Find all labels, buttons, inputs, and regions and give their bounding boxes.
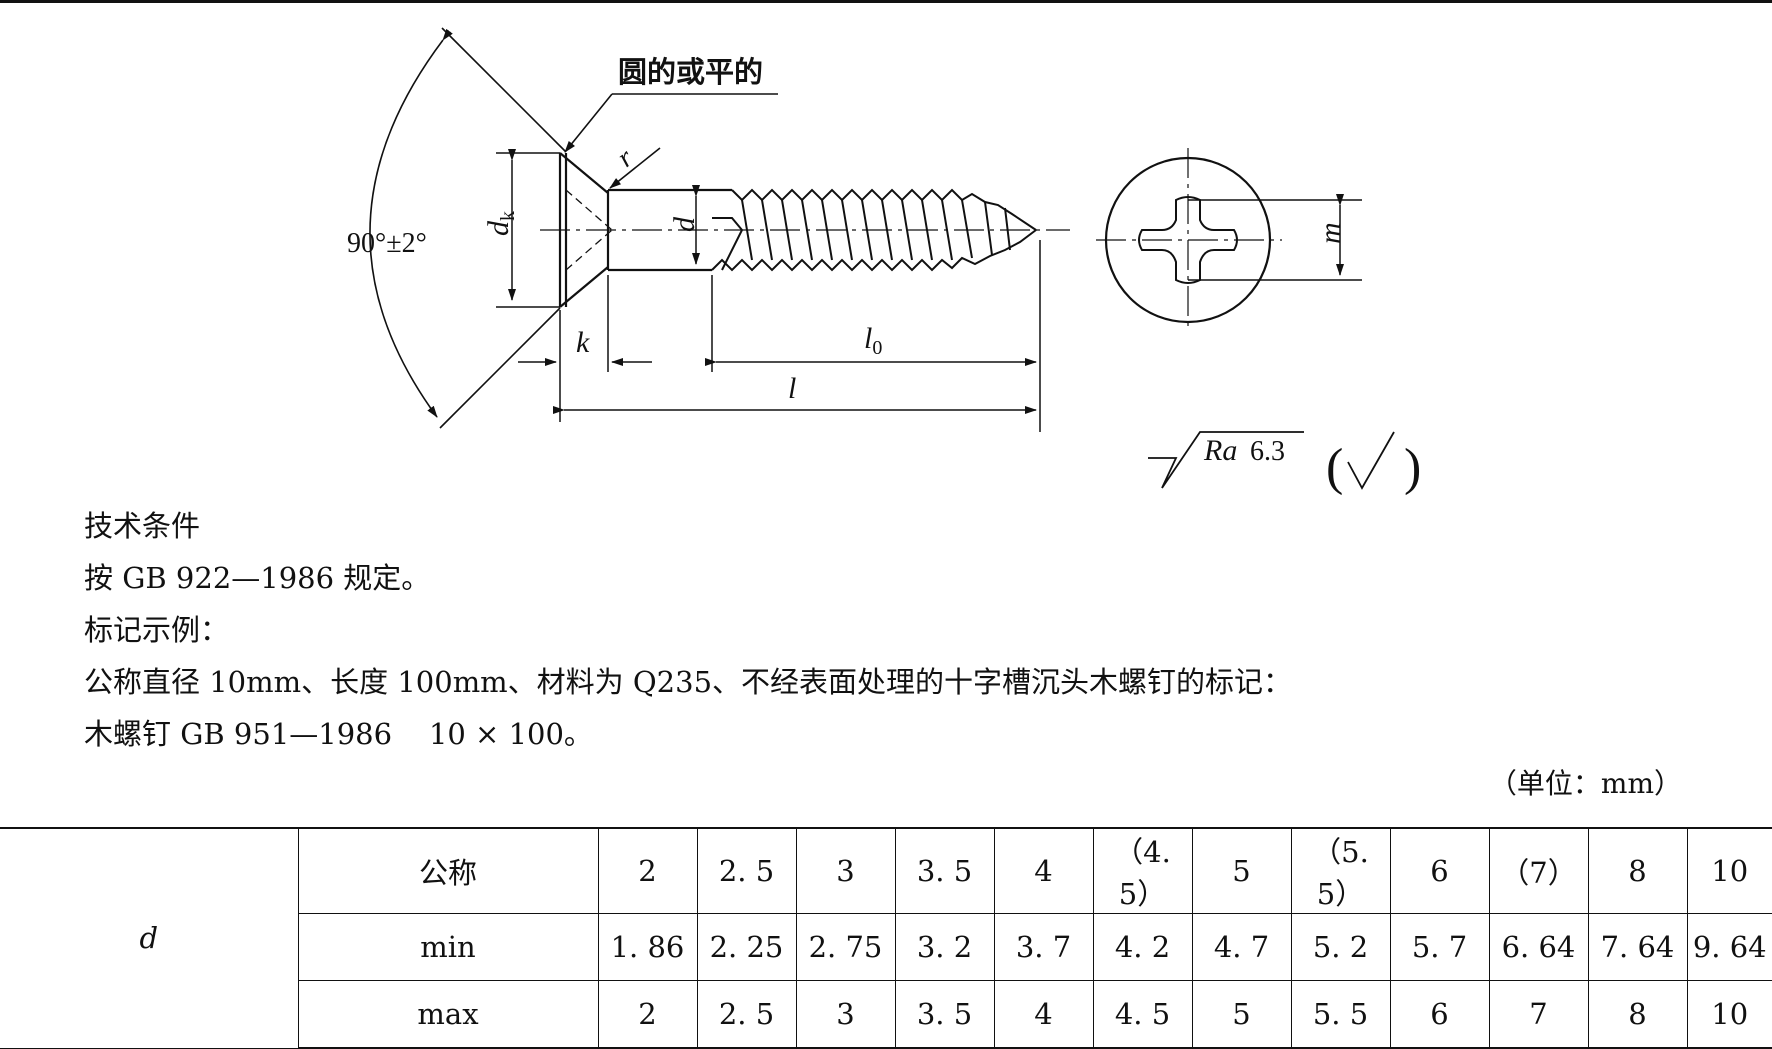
table-cell: 6 bbox=[1389, 980, 1490, 1049]
table-cell: 2 bbox=[597, 980, 698, 1049]
table-row: d 公称 2 2. 5 3 3. 5 4 （4. 5） 5 （5. 5） 6 （… bbox=[0, 827, 1772, 1049]
table-cell: 5. 2 bbox=[1290, 913, 1391, 981]
table-cell: 5 bbox=[1191, 827, 1292, 914]
table-cell: 4. 7 bbox=[1191, 913, 1292, 981]
table-cell: 9. 64 bbox=[1686, 913, 1772, 981]
sub-header-min: min bbox=[298, 913, 599, 981]
top-rule bbox=[0, 0, 1772, 3]
angle-label: 90°±2° bbox=[347, 228, 427, 259]
table-cell: 4 bbox=[993, 827, 1094, 914]
table-cell: 3 bbox=[795, 980, 896, 1049]
row-header-d: d bbox=[0, 827, 299, 1049]
dim-k-label: k bbox=[576, 326, 590, 359]
sub-header-nominal: 公称 bbox=[297, 827, 599, 914]
roughness-value: 6.3 bbox=[1250, 436, 1285, 467]
head-note: 圆的或平的 bbox=[618, 55, 763, 89]
table-cell: 6 bbox=[1389, 827, 1490, 914]
table-cell: 4. 5 bbox=[1092, 980, 1193, 1049]
table-cell: 2 bbox=[597, 827, 698, 914]
table-cell: （7） bbox=[1488, 827, 1589, 914]
roughness-paren-close: ) bbox=[1404, 439, 1421, 496]
marking-description: 公称直径 10mm、长度 100mm、材料为 Q235、不经表面处理的十字槽沉头… bbox=[84, 665, 1293, 699]
dim-l-label: l bbox=[788, 372, 796, 405]
note-heading: 技术条件 bbox=[84, 509, 201, 543]
table-cell: 3. 2 bbox=[894, 913, 995, 981]
screw-shank bbox=[608, 188, 732, 272]
screw-drawing: 90°±2° 圆的或平的 r dk d bbox=[347, 27, 1421, 496]
table-cell: （5. 5） bbox=[1290, 827, 1391, 914]
marking-heading: 标记示例： bbox=[84, 613, 230, 647]
marking-example: 木螺钉 GB 951—1986 10 × 100。 bbox=[84, 717, 593, 751]
table-cell: 10 bbox=[1686, 827, 1772, 914]
cross-recess-view bbox=[1096, 148, 1362, 332]
dim-dk-label: dk bbox=[482, 211, 519, 236]
roughness-ra: Ra bbox=[1203, 434, 1237, 467]
unit-note: （单位：mm） bbox=[1488, 767, 1682, 800]
dimension-table: d 公称 2 2. 5 3 3. 5 4 （4. 5） 5 （5. 5） 6 （… bbox=[0, 827, 1772, 1049]
technical-notes: 技术条件 按 GB 922—1986 规定。 标记示例： 公称直径 10mm、长… bbox=[84, 500, 1584, 760]
table-cell: 6. 64 bbox=[1488, 913, 1589, 981]
dim-d-label: d bbox=[668, 216, 701, 232]
dim-r-label: r bbox=[611, 142, 639, 173]
table-cell: 3. 5 bbox=[894, 980, 995, 1049]
dim-l0-label: l0 bbox=[864, 322, 882, 359]
table-row: min 1. 86 2. 25 2. 75 3. 2 3. 7 4. 2 4. … bbox=[0, 913, 1772, 981]
table-cell: 2. 25 bbox=[696, 913, 797, 981]
roughness-paren-open: ( bbox=[1326, 439, 1343, 496]
table-cell: 3. 7 bbox=[993, 913, 1094, 981]
table-cell: 4. 2 bbox=[1092, 913, 1193, 981]
table-cell: 5 bbox=[1191, 980, 1292, 1049]
table-cell: （4. 5） bbox=[1092, 827, 1193, 914]
table-cell: 3. 5 bbox=[894, 827, 995, 914]
roughness-symbol bbox=[1148, 431, 1395, 490]
table-cell: 4 bbox=[993, 980, 1094, 1049]
note-standard: 按 GB 922—1986 规定。 bbox=[84, 561, 431, 595]
table-cell: 5. 5 bbox=[1290, 980, 1391, 1049]
angle-dimension bbox=[369, 27, 567, 429]
table-cell: 7. 64 bbox=[1587, 913, 1688, 981]
table-cell: 5. 7 bbox=[1389, 913, 1490, 981]
sub-header-max: max bbox=[298, 980, 599, 1049]
table-cell: 7 bbox=[1488, 980, 1589, 1049]
table-cell: 8 bbox=[1587, 827, 1688, 914]
dim-m-label: m bbox=[1314, 222, 1347, 244]
table-cell: 3 bbox=[795, 827, 896, 914]
table-cell: 2. 75 bbox=[795, 913, 896, 981]
table-cell: 2. 5 bbox=[696, 827, 797, 914]
table-cell: 10 bbox=[1686, 980, 1772, 1049]
table-cell: 8 bbox=[1587, 980, 1688, 1049]
table-cell: 1. 86 bbox=[597, 913, 698, 981]
table-cell: 2. 5 bbox=[696, 980, 797, 1049]
